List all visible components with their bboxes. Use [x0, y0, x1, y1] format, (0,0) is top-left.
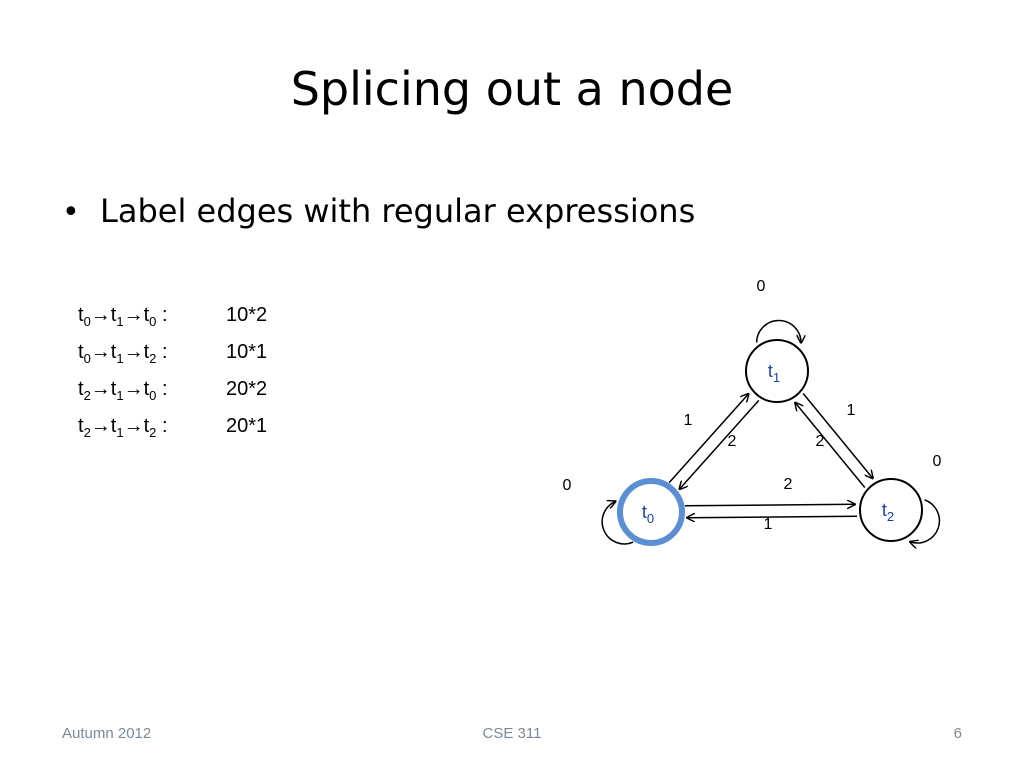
path-mid: 1 — [116, 351, 124, 366]
path-mid: 1 — [116, 425, 124, 440]
transition-edge — [668, 394, 748, 484]
path-mid: 1 — [116, 314, 124, 329]
path-row: t2→t1→t2 : 20*1 — [78, 411, 267, 448]
path-from: 0 — [83, 351, 91, 366]
transition-edge — [684, 504, 855, 505]
self-loop-edge — [601, 501, 634, 545]
edge-label: 1 — [684, 412, 693, 429]
slide-title: Splicing out a node — [290, 62, 734, 116]
path-regex: 10*2 — [226, 304, 268, 326]
edge-label: 2 — [784, 476, 793, 493]
transition-edge — [679, 399, 760, 489]
path-to: 0 — [149, 388, 157, 403]
footer-date: Autumn 2012 — [62, 725, 152, 742]
path-regex: 20*1 — [226, 415, 268, 437]
edge-label: 0 — [757, 278, 766, 295]
transition-edge — [687, 516, 858, 517]
edge-label: 1 — [764, 516, 773, 533]
path-list: t0→t1→t0 : 10*2 t0→t1→t2 : 10*1 t2→t1→t0… — [78, 300, 267, 448]
bullet-list: • Label edges with regular expressions — [62, 192, 695, 230]
path-row: t0→t1→t0 : 10*2 — [78, 300, 267, 337]
state-node-t1: t1 — [745, 339, 809, 403]
path-regex: 20*2 — [226, 378, 268, 400]
path-sequence: t0→t1→t2 : — [78, 341, 168, 366]
path-to: 2 — [149, 351, 157, 366]
path-from: 2 — [83, 425, 91, 440]
path-row: t2→t1→t0 : 20*2 — [78, 374, 267, 411]
path-sequence: t2→t1→t2 : — [78, 415, 168, 440]
edge-label: 0 — [933, 453, 942, 470]
footer-course: CSE 311 — [482, 725, 542, 742]
edge-label: 0 — [563, 477, 572, 494]
state-node-t2: t2 — [859, 478, 923, 542]
bullet-text: Label edges with regular expressions — [100, 192, 696, 230]
node-label: t1 — [768, 361, 780, 385]
node-label: t2 — [882, 500, 894, 524]
edge-label: 2 — [728, 433, 737, 450]
path-to: 2 — [149, 425, 157, 440]
transition-edge — [802, 393, 873, 478]
path-from: 2 — [83, 388, 91, 403]
path-sequence: t0→t1→t0 : — [78, 304, 168, 329]
path-row: t0→t1→t2 : 10*1 — [78, 337, 267, 374]
bullet-item: • Label edges with regular expressions — [62, 192, 695, 230]
bullet-dot-icon: • — [62, 195, 80, 230]
self-loop-edge — [910, 499, 941, 543]
path-to: 0 — [149, 314, 157, 329]
path-sequence: t2→t1→t0 : — [78, 378, 168, 403]
edge-label: 1 — [847, 402, 856, 419]
transition-edge — [795, 403, 866, 488]
node-circle — [745, 339, 809, 403]
edge-label: 2 — [816, 433, 825, 450]
state-node-t0: t0 — [617, 478, 685, 546]
self-loop-edge — [755, 319, 801, 342]
footer-page-number: 6 — [953, 725, 962, 742]
highlighted-node-circle — [617, 478, 685, 546]
node-label: t0 — [642, 502, 654, 526]
path-mid: 1 — [116, 388, 124, 403]
path-from: 0 — [83, 314, 91, 329]
path-regex: 10*1 — [226, 341, 268, 363]
node-circle — [859, 478, 923, 542]
